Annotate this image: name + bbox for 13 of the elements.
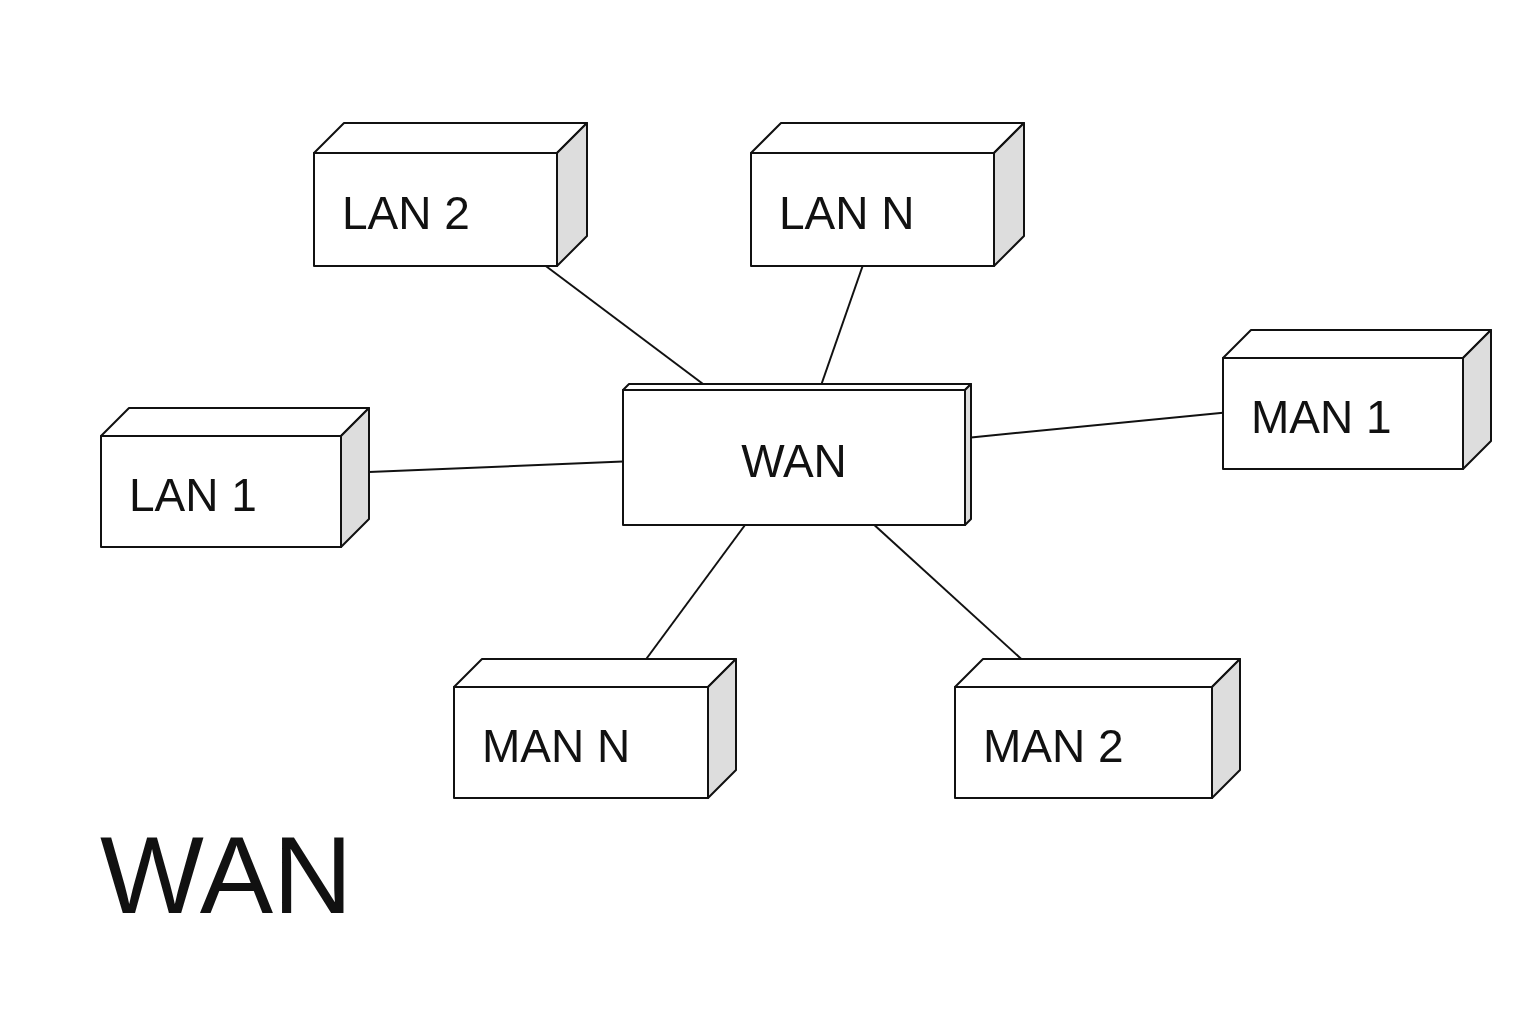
connector-line (544, 265, 705, 385)
node-label: LAN 2 (342, 189, 470, 236)
diagram-title: WAN (100, 820, 353, 930)
node-label: LAN N (779, 189, 915, 236)
node-label: LAN 1 (129, 471, 257, 518)
node-label: MAN N (482, 722, 631, 769)
connector-line (970, 411, 1224, 439)
node-label: MAN 1 (1251, 393, 1392, 440)
connector-line (645, 524, 747, 660)
node-label: WAN (740, 437, 848, 484)
connector-line (873, 524, 1023, 660)
connector-line (820, 265, 864, 385)
node-label: MAN 2 (983, 722, 1124, 769)
